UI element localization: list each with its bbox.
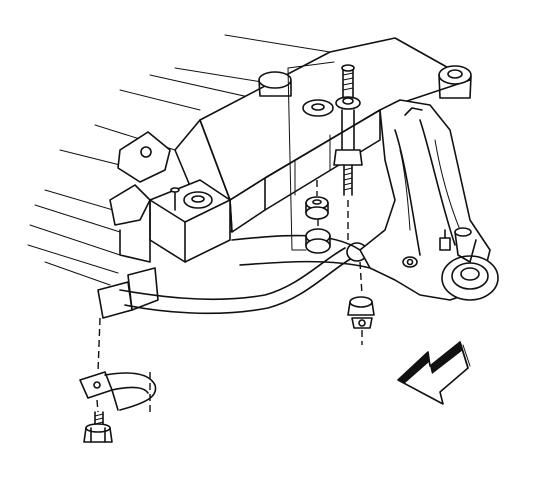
leader-lines bbox=[287, 61, 335, 251]
stabilizer-bar bbox=[97, 242, 368, 319]
stabilizer-link-bushings bbox=[305, 180, 331, 254]
front-direction-arrow bbox=[397, 341, 471, 405]
frame-rail-left bbox=[27, 34, 331, 286]
steering-knuckle-ball-joint bbox=[439, 227, 499, 301]
stabilizer-link-nut bbox=[347, 261, 375, 345]
stabilizer-link-bolt bbox=[333, 64, 363, 240]
mounting-bracket bbox=[109, 131, 231, 263]
frame-crossmember bbox=[174, 37, 472, 233]
clamp-bolt bbox=[83, 399, 113, 443]
stabilizer-bar-clamp bbox=[79, 317, 157, 415]
